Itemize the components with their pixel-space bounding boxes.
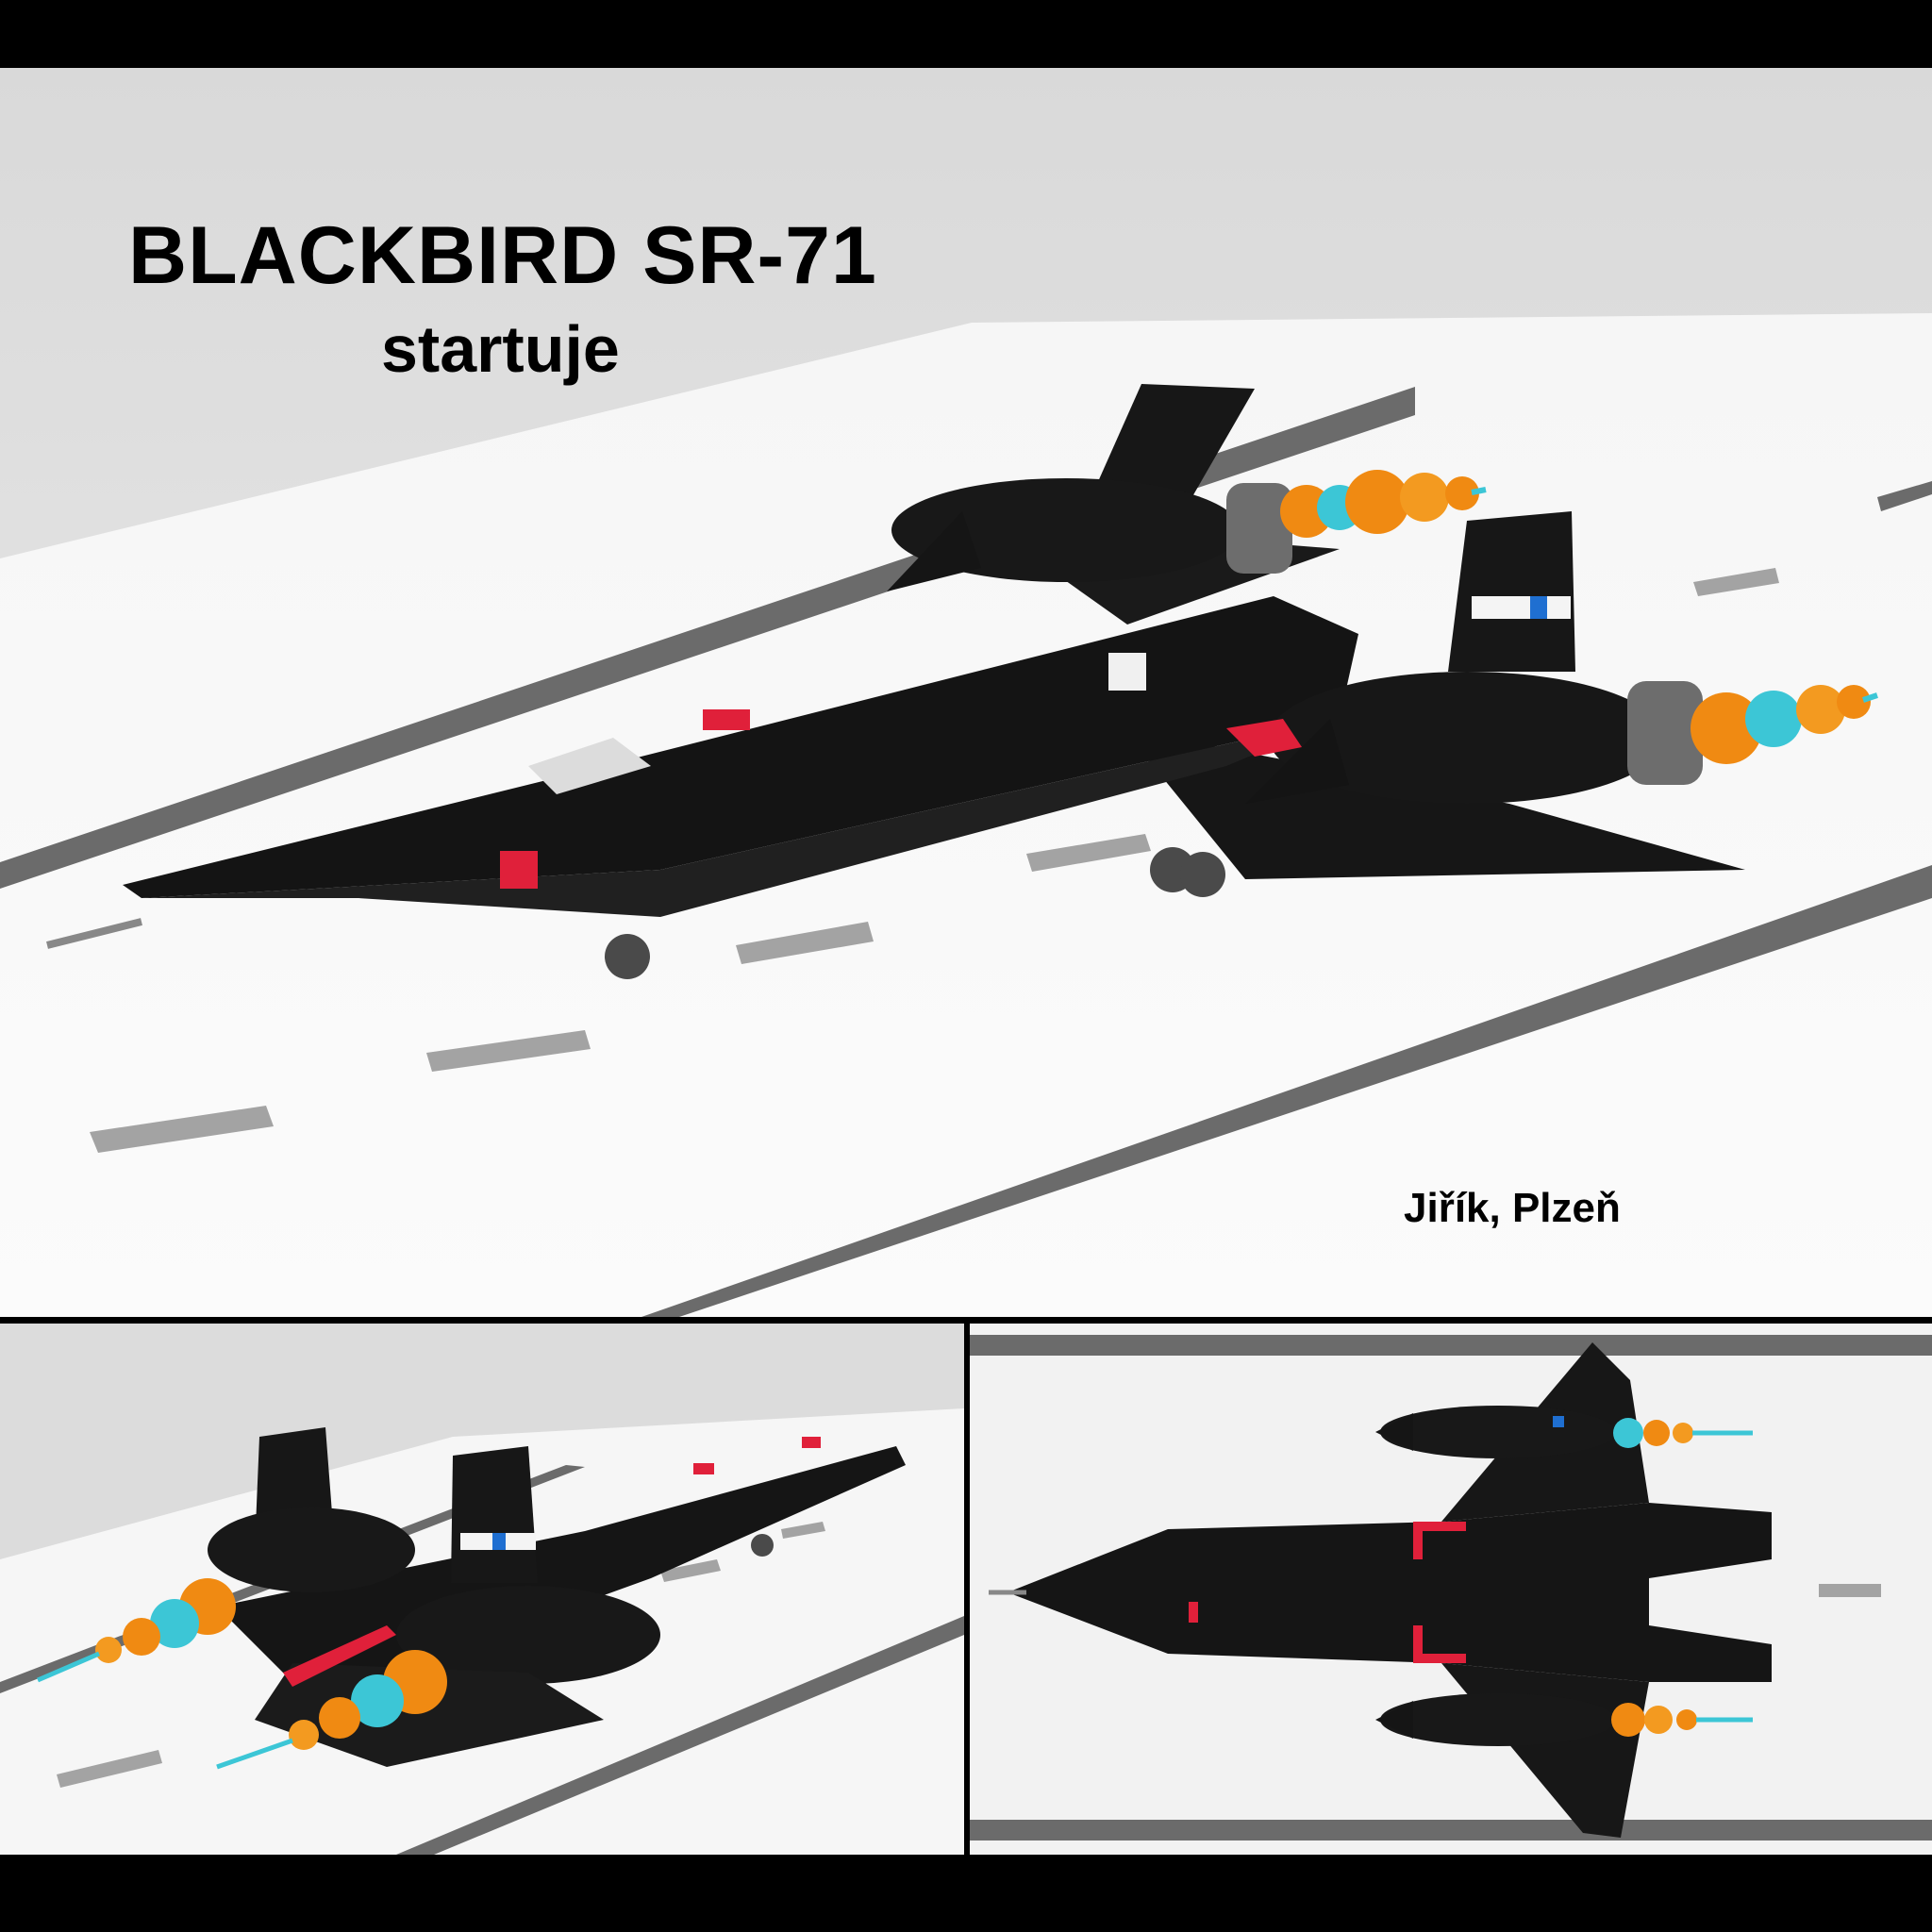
bottom-engine-nacelle	[1380, 1693, 1616, 1746]
blackbird-aircraft	[989, 1342, 1772, 1838]
red-marking	[1413, 1522, 1423, 1559]
red-marking	[693, 1463, 714, 1474]
runway-marking	[57, 1750, 162, 1788]
tail-stripe-blue	[492, 1533, 506, 1550]
top-view-photo	[970, 1324, 1932, 1855]
red-marking	[1189, 1602, 1198, 1623]
left-engine-nacelle	[208, 1507, 415, 1592]
runway-marking	[1819, 1584, 1881, 1597]
runway-marking	[736, 922, 874, 964]
runway-edge-back-right	[1877, 481, 1932, 511]
white-marking	[1108, 653, 1146, 691]
author-caption: Jiřík, Plzeň	[1404, 1185, 1621, 1231]
left-engine-ring	[1226, 483, 1292, 574]
runway-edge-top	[970, 1335, 1932, 1356]
runway-marking	[1693, 568, 1779, 596]
red-marking	[703, 709, 750, 730]
runway-marking	[660, 1559, 721, 1582]
cockpit-canopy	[528, 738, 651, 794]
fuselage	[1008, 1503, 1772, 1682]
vertical-tail-left	[1085, 384, 1255, 511]
left-engine-spike	[887, 511, 981, 591]
nose-gear-wheel	[751, 1534, 774, 1557]
nose-gear-wheel	[605, 934, 650, 979]
fuselage	[123, 596, 1358, 898]
bottom-engine-spike	[1375, 1701, 1413, 1739]
top-view-photo-panel	[970, 1324, 1932, 1855]
rear-view-photo	[0, 1324, 964, 1855]
red-marking	[283, 1625, 396, 1687]
fuselage-chine	[142, 719, 1340, 917]
left-engine-exhaust	[37, 1578, 236, 1683]
main-gear-wheel	[1180, 852, 1225, 897]
top-engine-exhaust	[1613, 1418, 1753, 1448]
tail-stripe-white	[1472, 596, 1571, 619]
main-photo	[0, 68, 1932, 1317]
red-marking	[802, 1437, 821, 1448]
runway-edge-front	[641, 865, 1932, 1317]
red-marking	[1413, 1522, 1466, 1531]
runway-edge-bottom	[970, 1820, 1932, 1840]
blackbird-aircraft	[208, 1427, 906, 1767]
runway-marking	[781, 1522, 825, 1539]
main-title: BLACKBIRD SR-71	[128, 210, 877, 301]
runway-marking	[1026, 834, 1151, 872]
right-engine-spike	[1245, 719, 1349, 804]
nose-probe	[46, 918, 142, 949]
blackbird-aircraft	[46, 384, 1745, 979]
vertical-tail-right	[451, 1446, 538, 1583]
red-marking	[500, 851, 538, 889]
left-engine-nacelle	[891, 478, 1241, 582]
red-marking	[1413, 1625, 1423, 1663]
wing	[255, 1663, 604, 1767]
red-marking	[1413, 1654, 1466, 1663]
red-marking	[1226, 719, 1302, 757]
bottom-engine-exhaust	[1611, 1703, 1753, 1737]
main-photo-panel: BLACKBIRD SR-71 startuje Jiřík, Plzeň	[0, 68, 1932, 1317]
left-engine-exhaust	[1280, 470, 1487, 538]
tail-stripe-blue	[1553, 1416, 1564, 1427]
runway-marking	[90, 1106, 274, 1153]
right-engine-nacelle	[1269, 672, 1665, 804]
right-engine-ring	[1627, 681, 1703, 785]
vertical-tail-right	[1448, 511, 1575, 672]
tail-stripe-blue	[1530, 596, 1547, 619]
top-engine-spike	[1375, 1413, 1413, 1451]
top-engine-nacelle	[1380, 1406, 1616, 1458]
right-engine-nacelle	[396, 1586, 660, 1684]
right-wing	[1123, 728, 1745, 879]
main-subtitle: startuje	[381, 312, 620, 386]
runway-edge-front	[396, 1616, 964, 1855]
rear-view-photo-panel	[0, 1324, 964, 1855]
right-engine-exhaust	[1690, 685, 1878, 764]
runway-marking	[426, 1030, 591, 1072]
right-engine-exhaust	[216, 1650, 447, 1770]
